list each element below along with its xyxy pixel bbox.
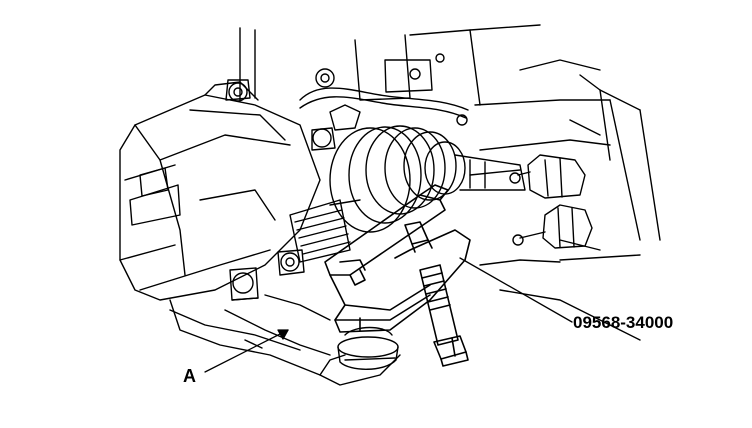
suspension-bushings [509, 154, 593, 249]
tool-part-number-label: 09568-34000 [573, 313, 674, 332]
cv-boot [329, 125, 526, 233]
part-number-leader-line [459, 257, 573, 323]
brake-hose [299, 68, 469, 131]
part-a-label: A [183, 366, 196, 386]
part-a-arrowhead [277, 329, 289, 340]
lower-control-arm [169, 294, 401, 386]
caliper-bolts [225, 79, 336, 301]
ball-joint-remover-tool [324, 184, 471, 367]
leader-lines [204, 257, 573, 373]
ball-joint [337, 326, 399, 370]
chassis-frame [239, 24, 661, 341]
hub-splines [289, 199, 361, 263]
part-a-leader-line [204, 329, 289, 373]
brake-caliper [119, 81, 321, 301]
